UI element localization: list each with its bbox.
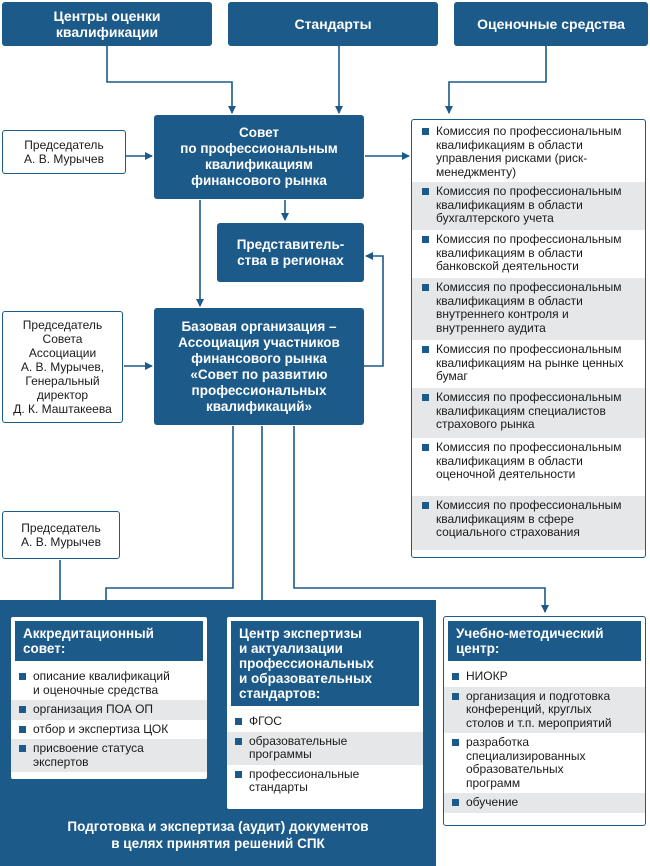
commission-item: Комиссия по профессиональным квалификаци… <box>412 278 645 340</box>
item-text: присвоение статуса экспертов <box>33 741 144 769</box>
list-item: присвоение статуса экспертов <box>11 739 207 772</box>
expertise-center-panel: Центр экспертизы и актуализации професси… <box>226 616 424 810</box>
commission-text: Комиссия по профессиональным квалификаци… <box>436 390 622 431</box>
item-text: обучение <box>466 795 519 809</box>
item-text: ФГОС <box>249 714 282 728</box>
item-text: описание квалификаций и оценочные средст… <box>33 669 170 697</box>
list-item: НИОКР <box>444 667 645 687</box>
list-item: отбор и экспертиза ЦОК <box>11 720 207 740</box>
bullet-icon <box>19 725 26 733</box>
bullet-icon <box>19 706 26 713</box>
commission-item: Комиссия по профессиональным квалификаци… <box>412 182 645 230</box>
commission-text: Комиссия по профессиональным квалификаци… <box>436 498 622 539</box>
list-item: ФГОС <box>227 712 423 732</box>
accreditation-panel: Аккредитационный совет: описание квалифи… <box>10 616 208 780</box>
expertise-center-title: Центр экспертизы и актуализации професси… <box>231 621 419 706</box>
commissions-list: Комиссия по профессиональным квалификаци… <box>411 119 646 558</box>
council-box: Совет по профессиональным квалификациям … <box>154 115 364 199</box>
bullet-icon <box>19 673 26 680</box>
commission-text: Комиссия по профессиональным квалификаци… <box>436 342 624 383</box>
bullet-icon <box>422 284 429 291</box>
bullet-icon <box>422 236 429 243</box>
item-text: организация и подготовка конференций, кр… <box>466 688 612 730</box>
chair-mid-box: Председатель Совета Ассоциации А. В. Мур… <box>2 311 123 423</box>
item-text: отбор и экспертиза ЦОК <box>33 721 169 736</box>
commission-text: Комиссия по профессиональным квалификаци… <box>436 124 622 179</box>
bullet-icon <box>422 502 429 509</box>
list-item: описание квалификаций и оценочные средст… <box>11 667 207 700</box>
base-org-box: Базовая организация – Ассоциация участни… <box>154 308 364 425</box>
accreditation-title: Аккредитационный совет: <box>15 621 203 661</box>
standards-box: Стандарты <box>228 2 438 46</box>
bullet-icon <box>235 770 242 778</box>
regions-box: Представитель- ства в регионах <box>217 223 364 282</box>
commission-item: Комиссия по профессиональным квалификаци… <box>412 496 645 550</box>
edu-center-title: Учебно-методический центр: <box>448 621 641 661</box>
item-text: профессиональные стандарты <box>249 766 360 794</box>
bullet-icon <box>422 128 429 135</box>
bullet-icon <box>422 394 429 401</box>
chair-top-box: Председатель А. В. Мурычев <box>2 130 126 174</box>
tools-box: Оценочные средства <box>454 2 648 46</box>
item-text: разработка специализированных образовате… <box>466 735 586 790</box>
commission-text: Комиссия по профессиональным квалификаци… <box>436 280 622 335</box>
bullet-icon <box>452 692 459 700</box>
list-item: образовательные программы <box>227 731 423 765</box>
item-text: образовательные программы <box>249 733 348 761</box>
list-item: организация ПОА ОП <box>11 700 207 720</box>
list-item: обучение <box>444 793 645 813</box>
commission-text: Комиссия по профессиональным квалификаци… <box>436 440 622 481</box>
chair-bottom-box: Председатель А. В. Мурычев <box>2 511 120 559</box>
commission-item: Комиссия по профессиональным квалификаци… <box>412 122 645 182</box>
bullet-icon <box>235 718 242 725</box>
bullet-icon <box>422 444 429 451</box>
commission-item: Комиссия по профессиональным квалификаци… <box>412 388 645 438</box>
list-item: организация и подготовка конференций, кр… <box>444 686 645 733</box>
edu-center-panel: Учебно-методический центр: НИОКР организ… <box>443 616 646 826</box>
bullet-icon <box>235 737 242 745</box>
bullet-icon <box>422 188 429 195</box>
list-item: разработка специализированных образовате… <box>444 733 645 793</box>
bullet-icon <box>452 673 459 680</box>
bullet-icon <box>452 739 459 746</box>
commission-item: Комиссия по профессиональным квалификаци… <box>412 340 645 388</box>
commission-text: Комиссия по профессиональным квалификаци… <box>436 184 622 225</box>
centers-box: Центры оценки квалификации <box>2 2 212 46</box>
commission-text: Комиссия по профессиональным квалификаци… <box>436 232 622 273</box>
bullet-icon <box>19 745 26 752</box>
item-text: НИОКР <box>466 669 508 683</box>
list-item: профессиональные стандарты <box>227 765 423 798</box>
bullet-icon <box>452 799 459 806</box>
bottom-caption: Подготовка и экспертиза (аудит) документ… <box>67 819 369 851</box>
commission-item: Комиссия по профессиональным квалификаци… <box>412 230 645 278</box>
item-text: организация ПОА ОП <box>33 702 154 716</box>
commission-item: Комиссия по профессиональным квалификаци… <box>412 438 645 496</box>
bullet-icon <box>422 346 429 353</box>
